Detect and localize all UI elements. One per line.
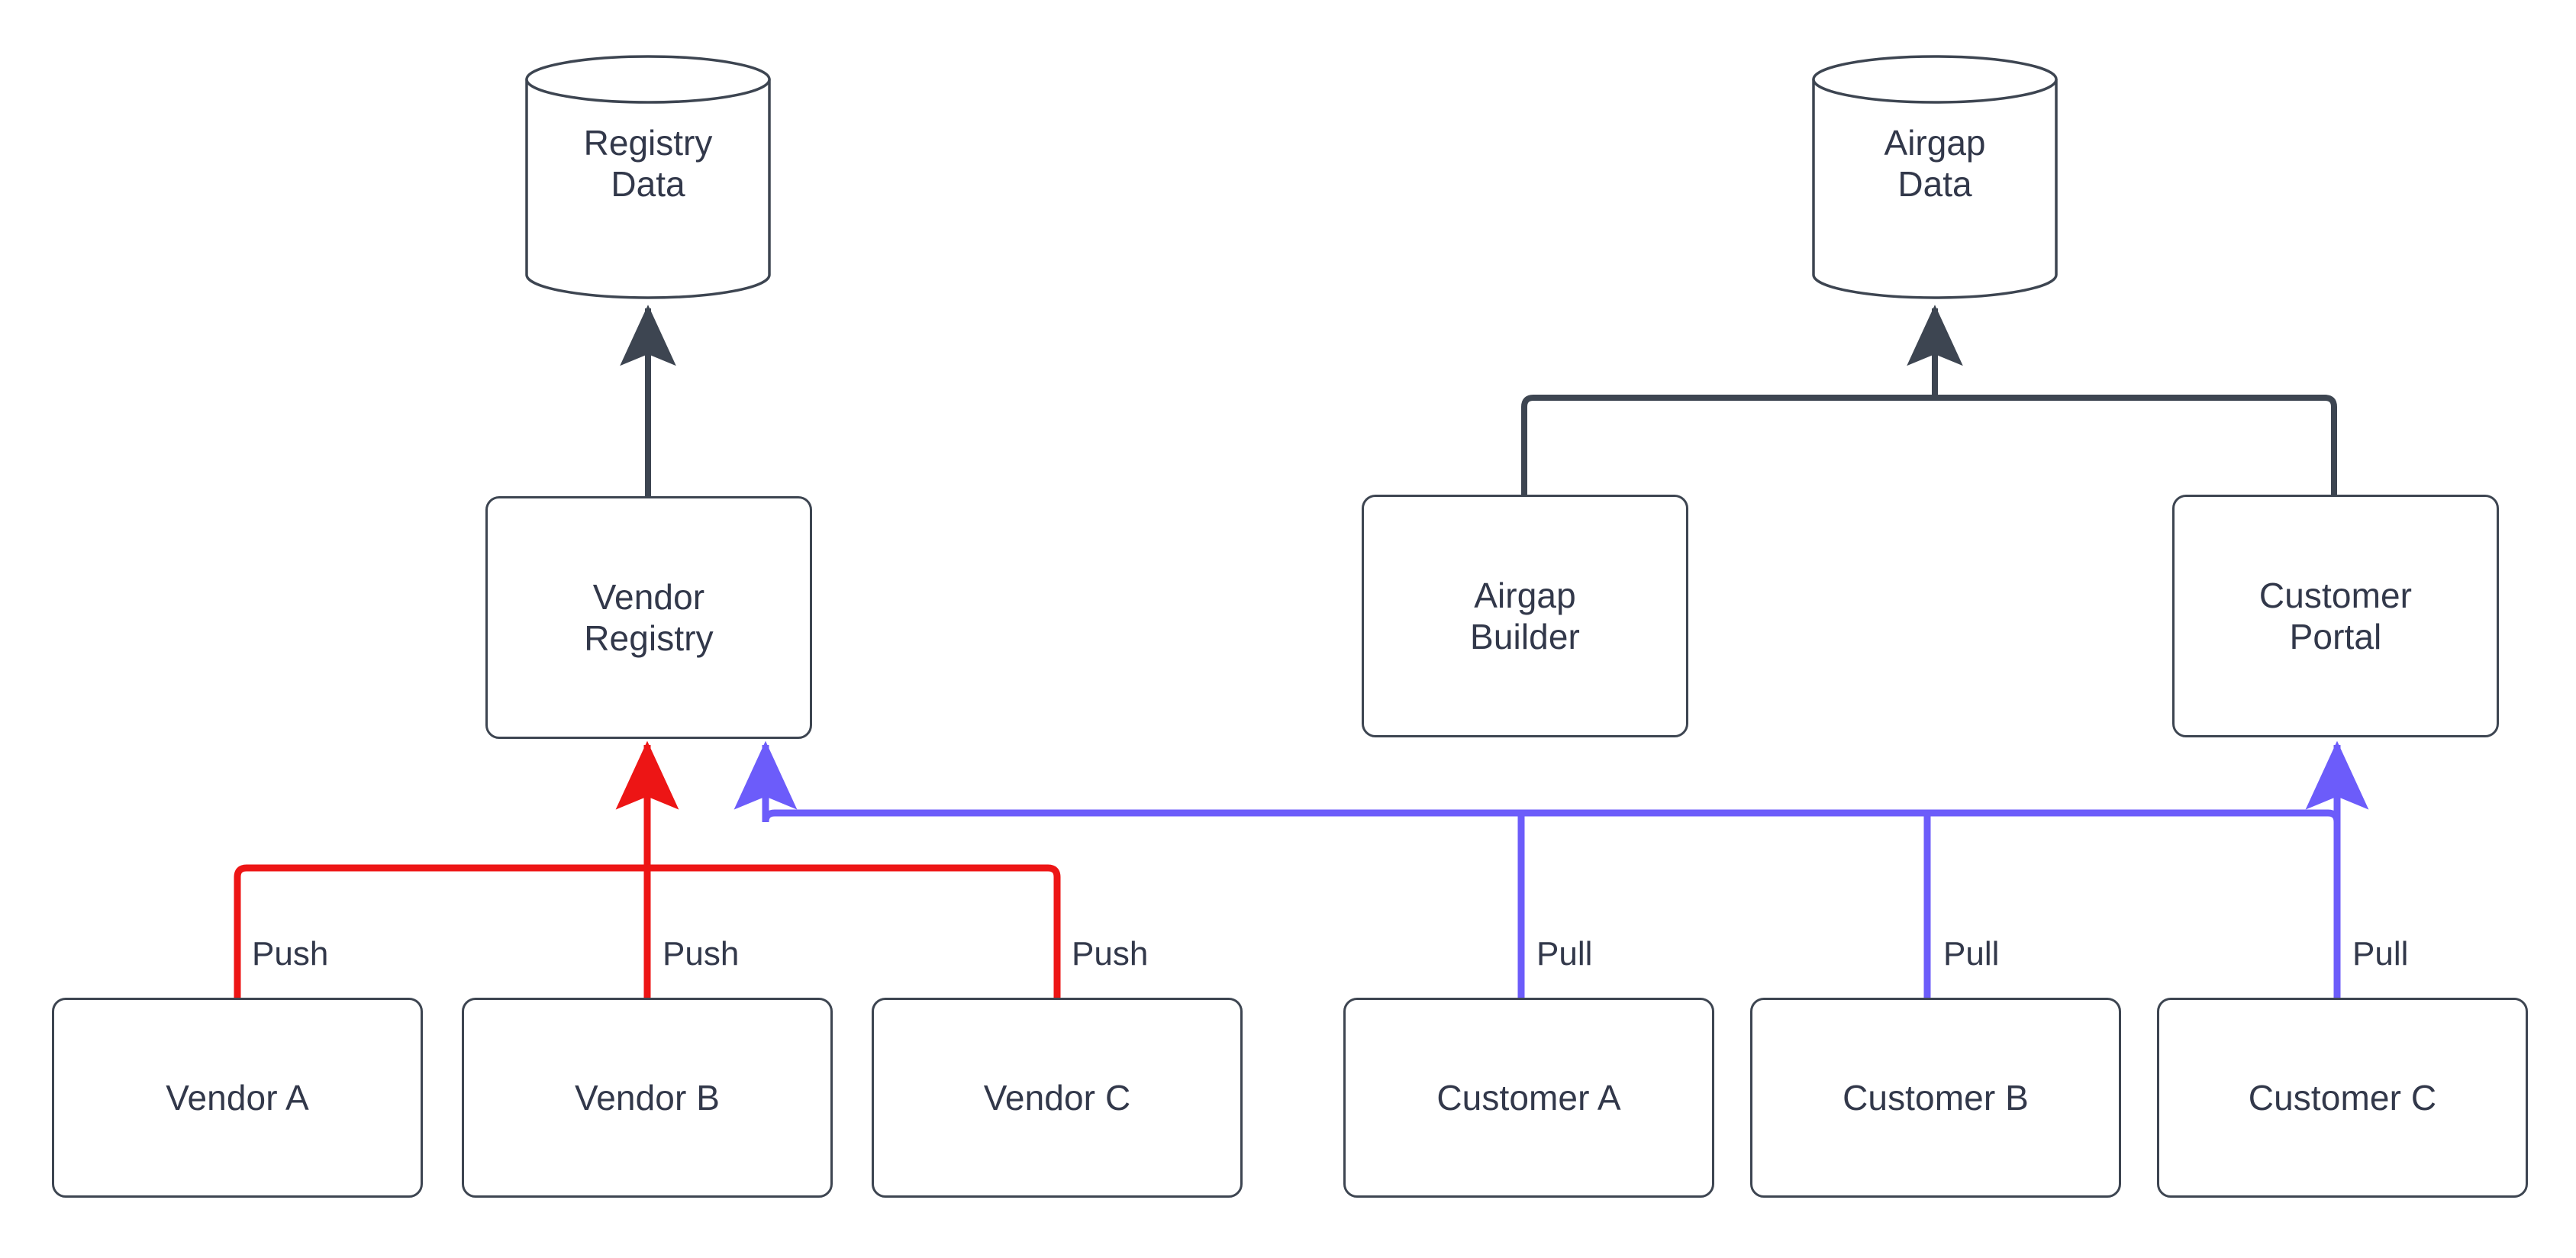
node-vendor-b[interactable]: Vendor B bbox=[462, 998, 833, 1198]
edge-pull-customer-c bbox=[2327, 809, 2341, 998]
cylinder-shape-airgap bbox=[1812, 55, 2058, 299]
edge-pull-bus bbox=[762, 745, 2328, 823]
datastore-airgap-data-label: Airgap Data bbox=[1884, 123, 1986, 205]
edge-label-push-vendor-c: Push bbox=[1072, 935, 1149, 973]
edge-label-push-vendor-b: Push bbox=[663, 935, 740, 973]
node-customer-c[interactable]: Customer C bbox=[2157, 998, 2528, 1198]
node-customer-portal[interactable]: Customer Portal bbox=[2172, 495, 2499, 737]
edge-push-bus bbox=[234, 864, 1061, 998]
edge-bracket-airgap-data bbox=[1521, 395, 2337, 495]
edge-label-pull-customer-c: Pull bbox=[2352, 935, 2409, 973]
datastore-registry-data-label: Registry Data bbox=[583, 123, 713, 205]
datastore-registry-data[interactable]: Registry Data bbox=[525, 55, 771, 299]
edge-label-pull-customer-a: Pull bbox=[1536, 935, 1593, 973]
edge-label-push-vendor-a: Push bbox=[252, 935, 329, 973]
node-vendor-registry[interactable]: Vendor Registry bbox=[485, 496, 812, 739]
node-airgap-builder[interactable]: Airgap Builder bbox=[1362, 495, 1688, 737]
edge-label-pull-customer-b: Pull bbox=[1943, 935, 2000, 973]
cylinder-shape-registry bbox=[525, 55, 771, 299]
datastore-airgap-data[interactable]: Airgap Data bbox=[1812, 55, 2058, 299]
node-customer-a[interactable]: Customer A bbox=[1343, 998, 1714, 1198]
node-vendor-a[interactable]: Vendor A bbox=[52, 998, 423, 1198]
node-customer-b[interactable]: Customer B bbox=[1750, 998, 2121, 1198]
node-vendor-c[interactable]: Vendor C bbox=[872, 998, 1243, 1198]
